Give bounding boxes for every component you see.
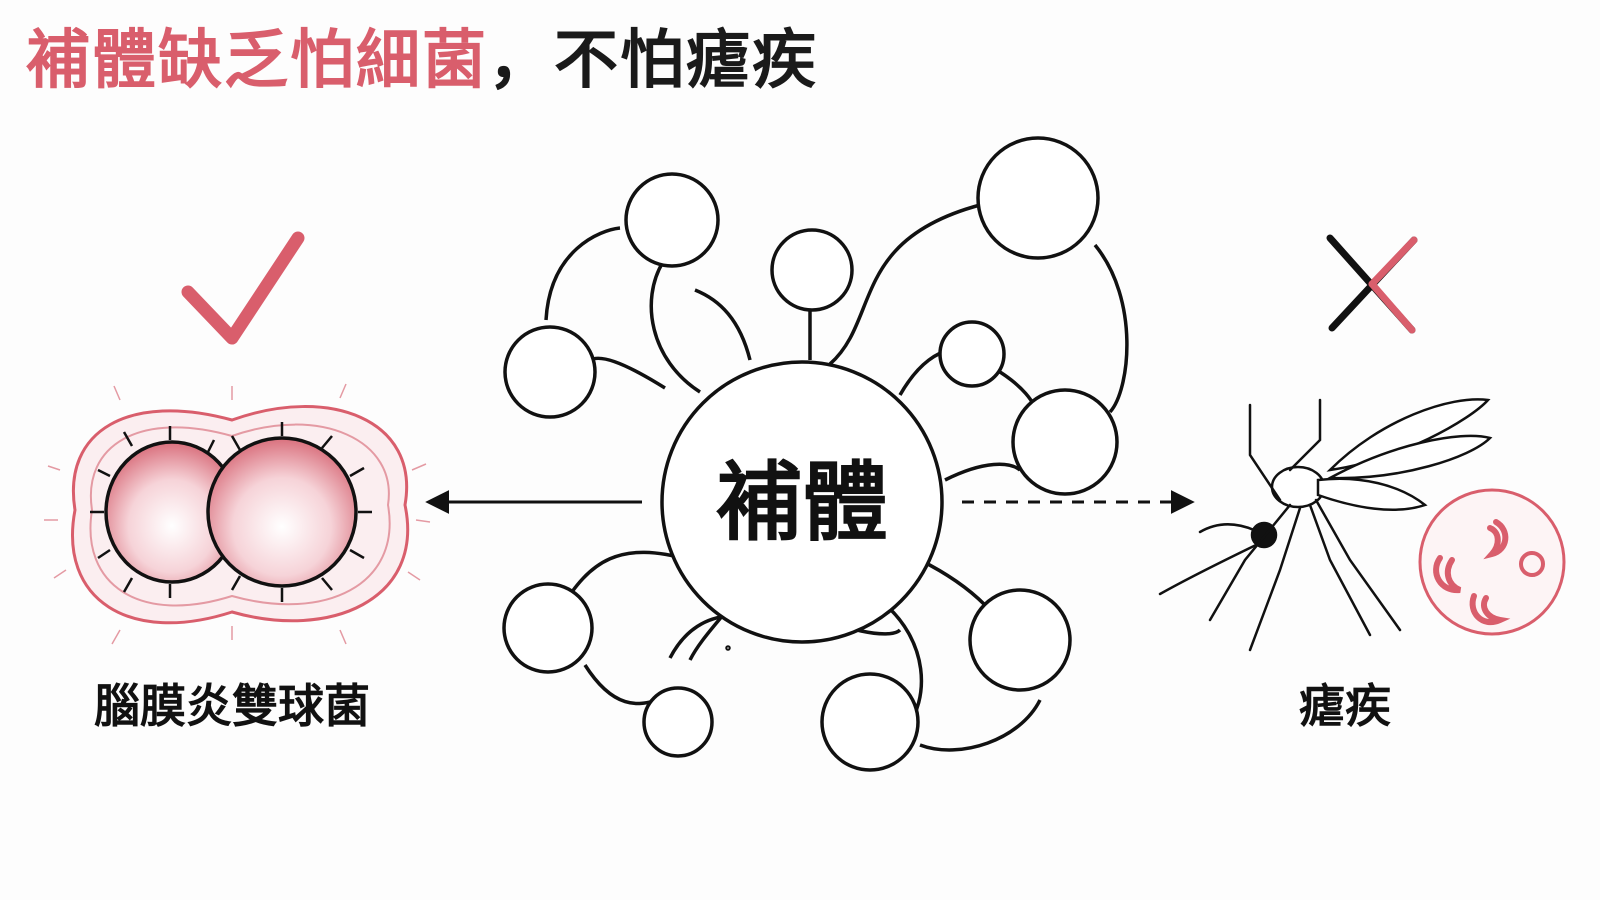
mosquito-leg-1	[1248, 403, 1282, 502]
mosquito-leg-4	[1308, 503, 1372, 637]
title-part-1: 補體缺乏怕	[26, 24, 356, 98]
node-top-left	[624, 172, 720, 268]
meningococcus-illustration	[44, 383, 431, 645]
node-lower-left	[502, 582, 594, 674]
capsule-hairs	[44, 383, 431, 645]
page-title: 補體缺乏怕細菌，不怕瘧疾	[26, 16, 818, 106]
right-label: 瘧疾	[1299, 679, 1391, 733]
mosquito-leg-6	[1288, 398, 1322, 472]
plasmodium-blood-cell	[1418, 488, 1566, 636]
mosquito-leg-5	[1314, 498, 1402, 632]
node-right-small	[938, 320, 1006, 388]
mosquito-antenna	[1198, 523, 1256, 534]
capsule-inner	[89, 423, 391, 607]
link-lower-left-loop	[583, 664, 661, 706]
node-top-right	[976, 136, 1100, 260]
node-bottom-right	[820, 672, 920, 772]
node-left	[503, 325, 597, 419]
mosquito-proboscis	[1158, 543, 1258, 596]
link-right-lower	[944, 462, 1022, 482]
node-right	[1011, 388, 1119, 496]
node-bottom-left	[642, 686, 714, 758]
network-links	[544, 203, 1129, 752]
mosquito-leg-2	[1208, 503, 1292, 622]
network-nodes	[502, 136, 1119, 772]
center-label: 補體	[716, 453, 888, 553]
link-top-right	[828, 203, 981, 366]
node-lower-right	[968, 588, 1072, 692]
node-top-mid	[770, 228, 854, 312]
title-part-2: 細菌	[356, 24, 488, 98]
left-label: 腦膜炎雙球菌	[94, 679, 370, 733]
center-node: 補體	[660, 360, 944, 644]
mosquito-abdomen	[1316, 477, 1428, 511]
link-left-loop	[544, 226, 621, 321]
link-lower-right-loop	[919, 699, 1042, 752]
pili	[90, 422, 372, 602]
cross-icon	[1326, 234, 1418, 334]
mosquito-illustration	[1158, 398, 1493, 652]
link-right-outer	[1093, 243, 1129, 414]
center-circle	[660, 360, 944, 644]
link-upper-left	[589, 356, 666, 390]
node-bottom-mid	[725, 645, 731, 651]
mosquito-wing-2	[1325, 434, 1493, 480]
cell-right	[206, 436, 358, 588]
mosquito-leg-3	[1248, 506, 1302, 652]
link-top-curve	[694, 288, 752, 361]
title-part-3: ，不怕瘧疾	[488, 24, 818, 98]
link-lower-right	[919, 558, 987, 607]
link-top-left	[649, 261, 701, 394]
check-icon	[181, 231, 305, 345]
